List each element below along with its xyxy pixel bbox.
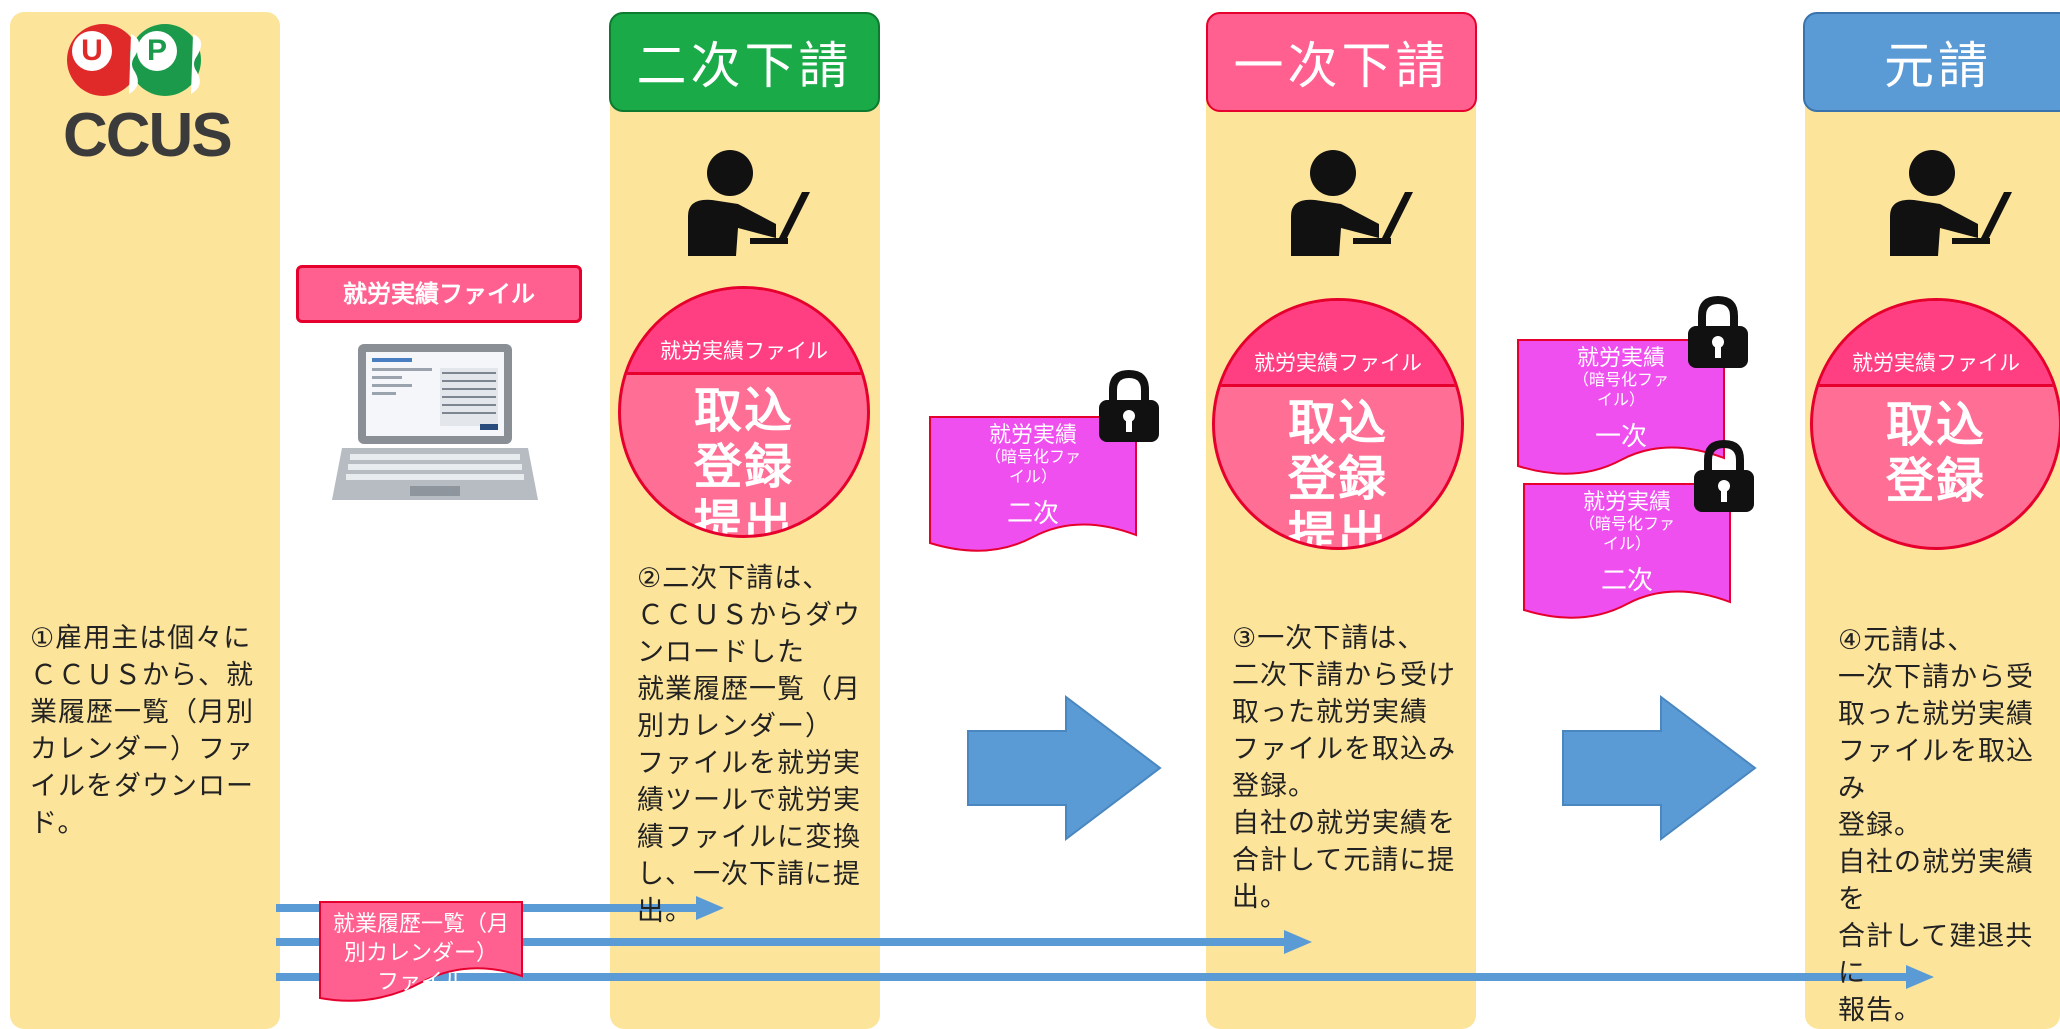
doc-subtitle: （暗号化ファ イル） [1578,514,1675,553]
circle-band-label: 就労実績ファイル [621,289,867,375]
import-register-submit-circle: 就労実績ファイル 取込 登録 提出 [1212,298,1464,550]
step-2-description: ②二次下請は、 ＣＣＵＳからダウ ンロードした 就業履歴一覧（月 別カレンダー）… [637,563,861,927]
work-record-file-label: 就労実績ファイル [296,265,582,323]
ccus-logo: U P CCUS [55,18,245,178]
lane-header-prime: 元請 [1803,12,2060,112]
import-register-submit-circle: 就労実績ファイル 取込 登録 提出 [618,286,870,538]
logo-letter-p: P [137,31,177,71]
flow-arrow-icon [967,695,1162,841]
circle-body-text: 取込 登録 提出 [1287,395,1388,550]
employer-lane [10,12,280,1029]
flow-arrow-icon [1562,695,1757,841]
import-register-circle: 就労実績ファイル 取込 登録 [1810,298,2060,550]
work-history-calendar-file: 就業履歴一覧（月 別カレンダー） ファイル [318,900,524,1012]
doc-tier: 二次 [1006,499,1059,529]
encrypted-file-doc-primary: 就労実績 （暗号化ファ イル） 一次 [1516,338,1726,488]
doc-tier: 一次 [1594,422,1647,452]
circle-band-label: 就労実績ファイル [1813,301,2059,387]
doc-tier: 二次 [1600,566,1653,596]
person-at-laptop-icon [1283,148,1433,258]
step-3-description: ③一次下請は、 二次下請から受け 取った就労実績 ファイルを取込み 登録。 自社… [1232,623,1456,913]
lane-header-second-sub: 二次下請 [609,12,880,112]
step-4-description: ④元請は、 一次下請から受 取った就労実績 ファイルを取込み 登録。 自社の就労… [1838,625,2034,1026]
doc-title: 就労実績 [1582,490,1671,515]
padlock-icon [1095,366,1163,446]
doc-subtitle: （暗号化ファ イル） [984,447,1081,486]
lane-header-first-sub: 一次下請 [1206,12,1477,112]
padlock-icon [1684,292,1752,372]
doc-title: 就労実績 [988,423,1077,448]
padlock-icon [1690,436,1758,516]
person-at-laptop-icon [680,148,830,258]
encrypted-file-doc-secondary: 就労実績 （暗号化ファ イル） 二次 [928,415,1138,565]
circle-band-label: 就労実績ファイル [1215,301,1461,387]
laptop-icon [330,340,540,505]
step-1-description: ①雇用主は個々に ＣＣＵＳから、就 業履歴一覧（月別 カレンダー）ファ イルをダ… [30,623,254,839]
calendar-file-text: 就業履歴一覧（月 別カレンダー） ファイル [332,912,509,995]
person-at-laptop-icon [1882,148,2032,258]
logo-text: CCUS [63,101,233,170]
encrypted-file-doc-secondary: 就労実績 （暗号化ファ イル） 二次 [1522,482,1732,632]
logo-letter-u: U [72,31,112,71]
doc-subtitle: （暗号化ファ イル） [1572,370,1669,409]
circle-body-text: 取込 登録 提出 [693,383,794,538]
download-flow-arrows [276,896,1934,989]
circle-body-text: 取込 登録 [1885,397,1986,509]
doc-title: 就労実績 [1576,346,1665,371]
